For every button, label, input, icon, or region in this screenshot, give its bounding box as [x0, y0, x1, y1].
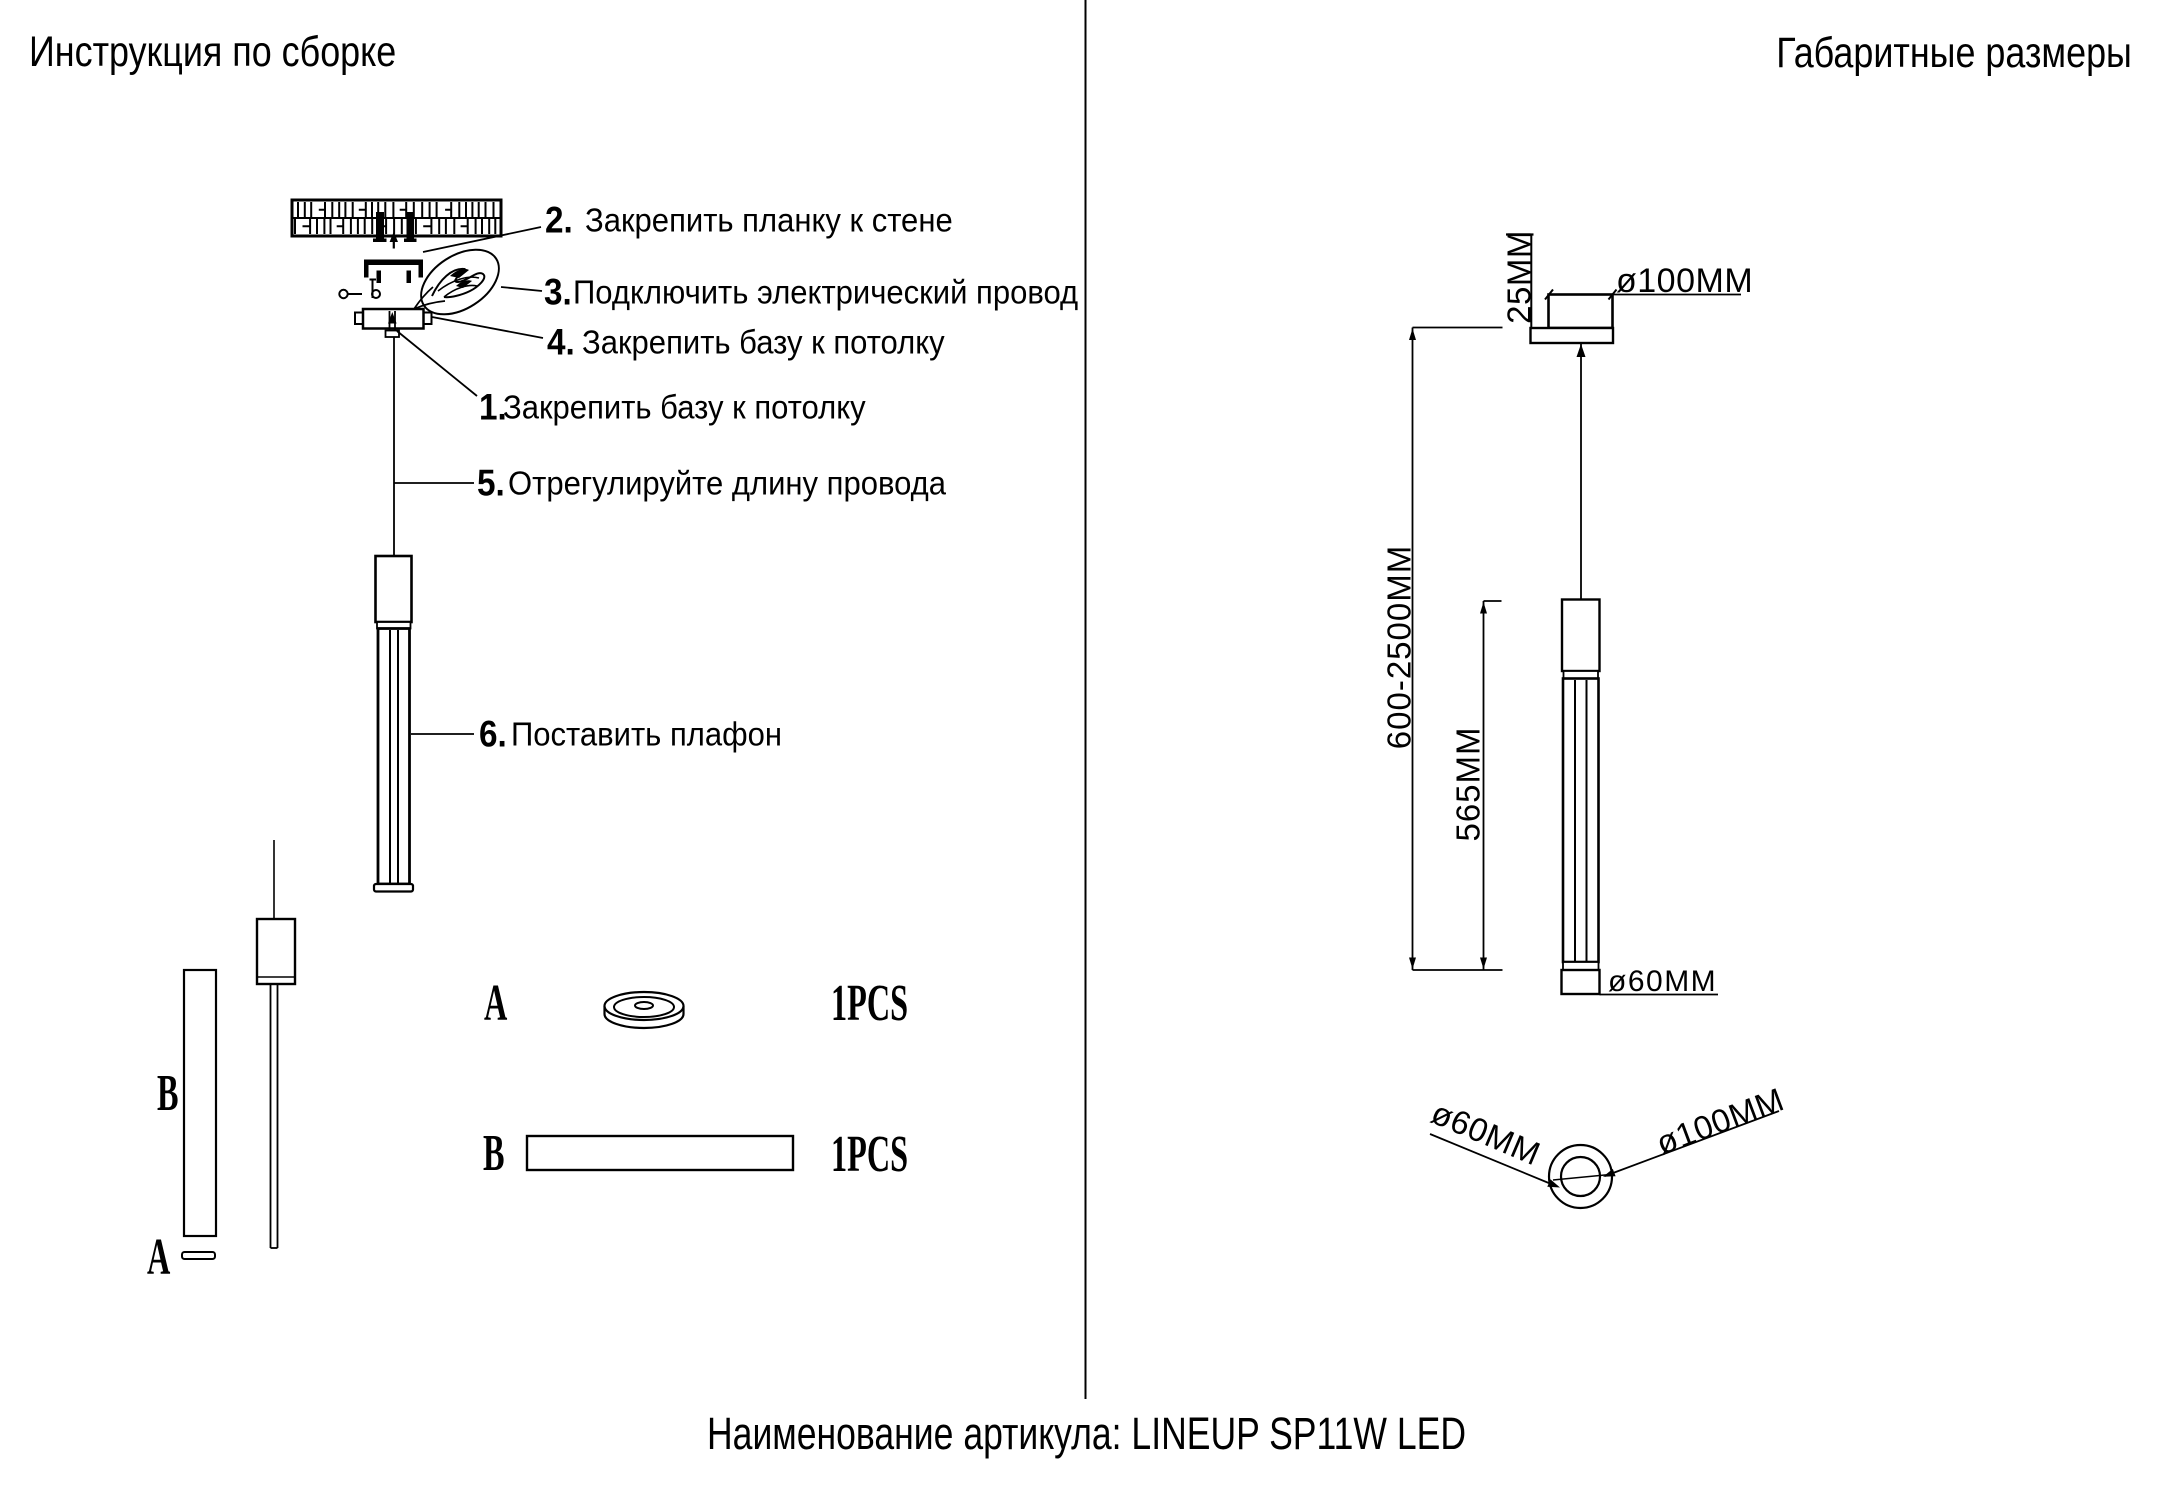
- dim-shade-length: 565MM: [1449, 726, 1487, 842]
- wire-arrow: [1576, 344, 1586, 357]
- bottom-view-icon: [1547, 1143, 1614, 1210]
- step-6-number: 6.: [479, 713, 507, 754]
- pendant-side-icon: [1560, 598, 1601, 996]
- anchor-screws-icon: [373, 212, 417, 249]
- assembly-drawing: [181, 198, 795, 1260]
- dim-canopy-height-lines: [1506, 233, 1534, 328]
- step-4-number: 4.: [547, 321, 575, 363]
- exploded-parts-icon: [181, 840, 297, 1260]
- pendant-assembled-icon: [372, 554, 415, 893]
- step-1-label: Закрепить базу к потолку: [503, 388, 866, 425]
- step-5-label: Отрегулируйте длину провода: [508, 464, 947, 502]
- right-title: Габаритные размеры: [1776, 29, 2132, 77]
- component-a-label: A: [147, 1228, 171, 1286]
- dim-suspension-lines: [1409, 326, 1503, 971]
- step-2-label: Закрепить планку к стене: [585, 201, 953, 238]
- ceiling-hatch: [290, 198, 503, 238]
- step-5-number: 5.: [477, 462, 505, 504]
- dim-shade-length-lines: [1480, 600, 1502, 970]
- dim-shade-diameter: ø60MM: [1608, 965, 1718, 998]
- step-2-number: 2.: [545, 199, 573, 240]
- bar-drawing-icon: [525, 1134, 795, 1172]
- parts-row-b-qty: 1PCS: [831, 1126, 909, 1183]
- washer-drawing-icon: [603, 990, 685, 1030]
- parts-row-a-letter: A: [484, 975, 508, 1032]
- component-b-label: B: [157, 1064, 179, 1122]
- part-a-washer-icon: [181, 1251, 216, 1260]
- step-6-label: Поставить плафон: [511, 715, 783, 752]
- dim-suspension-length: 600-2500MM: [1380, 544, 1418, 750]
- dim-canopy-diameter: ø100MM: [1616, 261, 1754, 300]
- mounting-strap-icon: [364, 259, 423, 283]
- dimension-drawing: [1409, 233, 1780, 1210]
- wire-bundle-icon: [413, 248, 500, 316]
- step-3-number: 3.: [544, 271, 572, 313]
- part-body-icon: [255, 840, 297, 1249]
- part-b-shade-icon: [182, 968, 218, 1238]
- leader-lines: [394, 226, 544, 735]
- footer-article-name: Наименование артикула: LINEUP SP11W LED: [707, 1408, 1467, 1459]
- dim-canopy-diameter-lines: [1544, 288, 1741, 301]
- step-1-number: 1.: [479, 386, 507, 427]
- left-title: Инструкция по сборке: [29, 28, 397, 76]
- canopy-side-icon: [1529, 293, 1615, 345]
- ceiling-canopy-icon: [354, 307, 433, 338]
- parts-row-b-letter: B: [483, 1125, 505, 1182]
- screws-icon: [338, 278, 381, 300]
- step-3-label: Подключить электрический провод: [573, 273, 1079, 311]
- parts-row-a-qty: 1PCS: [831, 975, 909, 1032]
- step-4-label: Закрепить базу к потолку: [582, 323, 945, 361]
- dim-canopy-height: 25MM: [1500, 230, 1538, 324]
- bottom-view-leaders: [1429, 1110, 1780, 1188]
